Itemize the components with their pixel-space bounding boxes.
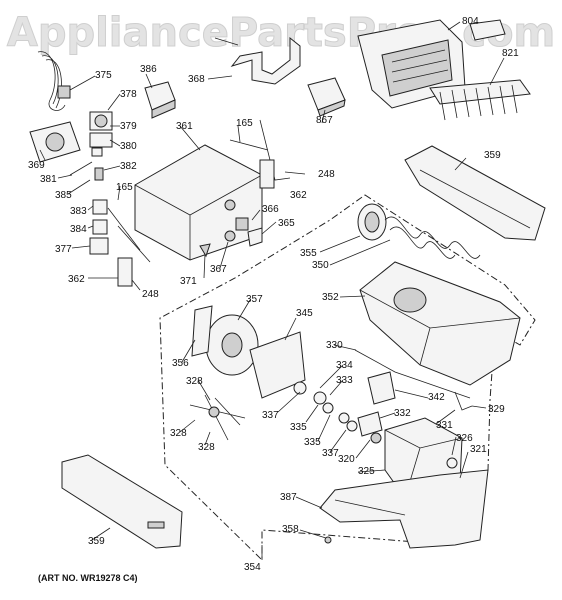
mounting-bracket-part[interactable] [230,36,301,85]
label-385: 385 [55,190,72,201]
label-333: 333 [336,375,353,386]
crusher-plate-part[interactable] [249,331,306,399]
label-377: 377 [55,244,72,255]
label-804: 804 [462,16,479,27]
label-384: 384 [70,224,87,235]
cam-part[interactable] [357,411,383,444]
label-337-left: 337 [262,410,279,421]
label-165-upper: 165 [236,118,253,129]
label-386: 386 [140,64,157,75]
label-367: 367 [210,264,227,275]
label-320: 320 [338,454,355,465]
relay-part[interactable] [144,81,176,119]
icemaker-cover-part[interactable] [469,19,506,41]
dispenser-housing-part[interactable] [134,144,263,261]
label-335-left: 335 [290,422,307,433]
label-334: 334 [336,360,353,371]
label-342: 342 [428,392,445,403]
label-369: 369 [28,160,45,171]
auger-part[interactable] [357,203,387,241]
ice-bucket-part[interactable] [359,261,521,386]
wire-harness-part[interactable] [37,51,71,111]
solenoid-part[interactable] [89,111,113,131]
watermark: AppliancePartsPros.com [6,10,556,57]
ice-ejector-fingers-part[interactable] [429,79,531,121]
clip-parts[interactable] [199,217,263,258]
actuator-rod-parts[interactable] [354,349,473,411]
label-382: 382 [120,161,137,172]
label-328-lower: 328 [198,442,215,453]
cam-bracket-lower-part[interactable] [117,257,133,287]
crusher-impeller-part[interactable] [205,314,259,376]
label-357: 357 [246,294,263,305]
label-371: 371 [180,276,197,287]
art-number: (ART NO. WR19278 C4) [38,573,138,583]
screw-part[interactable] [324,536,332,544]
label-331: 331 [436,420,453,431]
label-248-lower: 248 [142,289,159,300]
label-leaders [39,21,505,560]
auger-motor-part[interactable] [29,121,81,163]
label-368: 368 [188,74,205,85]
label-345: 345 [296,308,313,319]
part-labels: 804 821 375 386 368 378 379 380 382 369 … [28,16,519,573]
label-328-middle: 328 [170,428,187,439]
mechanism-part[interactable] [367,371,396,405]
label-362-upper: 362 [290,190,307,201]
label-350: 350 [312,260,329,271]
label-355: 355 [300,248,317,259]
label-365: 365 [278,218,295,229]
blade-part[interactable] [191,305,213,357]
label-356: 356 [172,358,189,369]
duct-part[interactable] [404,145,546,241]
label-165-lower: 165 [116,182,133,193]
label-330: 330 [326,340,343,351]
icemaker-part[interactable] [357,19,466,109]
label-366: 366 [262,204,279,215]
label-381: 381 [40,174,57,185]
label-325: 325 [358,466,375,477]
label-380: 380 [120,141,137,152]
label-359-upper: 359 [484,150,501,161]
label-328-upper: 328 [186,376,203,387]
auger-spring-part[interactable] [384,216,481,259]
label-361: 361 [176,121,193,132]
label-379: 379 [120,121,137,132]
label-821: 821 [502,48,519,59]
label-362-lower: 362 [68,274,85,285]
label-867: 867 [316,115,333,126]
label-375: 375 [95,70,112,81]
label-378: 378 [120,89,137,100]
label-329: 329 [488,404,505,415]
rod-parts[interactable] [107,119,291,263]
chute-part[interactable] [307,77,346,117]
washer-parts[interactable] [293,381,358,432]
label-387: 387 [280,492,297,503]
drip-tray-part[interactable] [319,469,489,549]
side-panel-part[interactable] [61,454,183,549]
switch-parts[interactable] [89,199,109,255]
label-352: 352 [322,292,339,303]
label-359-lower: 359 [88,536,105,547]
label-248-upper: 248 [318,169,335,180]
label-335-right: 335 [304,437,321,448]
label-358: 358 [282,524,299,535]
label-332: 332 [394,408,411,419]
coil-part[interactable] [89,132,113,148]
label-337-right: 337 [322,448,339,459]
cam-bracket-upper-part[interactable] [259,159,275,189]
label-383: 383 [70,206,87,217]
crusher-blade-assembly-part[interactable] [189,394,246,441]
label-321: 321 [470,444,487,455]
pin-parts[interactable] [69,147,104,181]
label-354: 354 [244,562,261,573]
label-326: 326 [456,433,473,444]
